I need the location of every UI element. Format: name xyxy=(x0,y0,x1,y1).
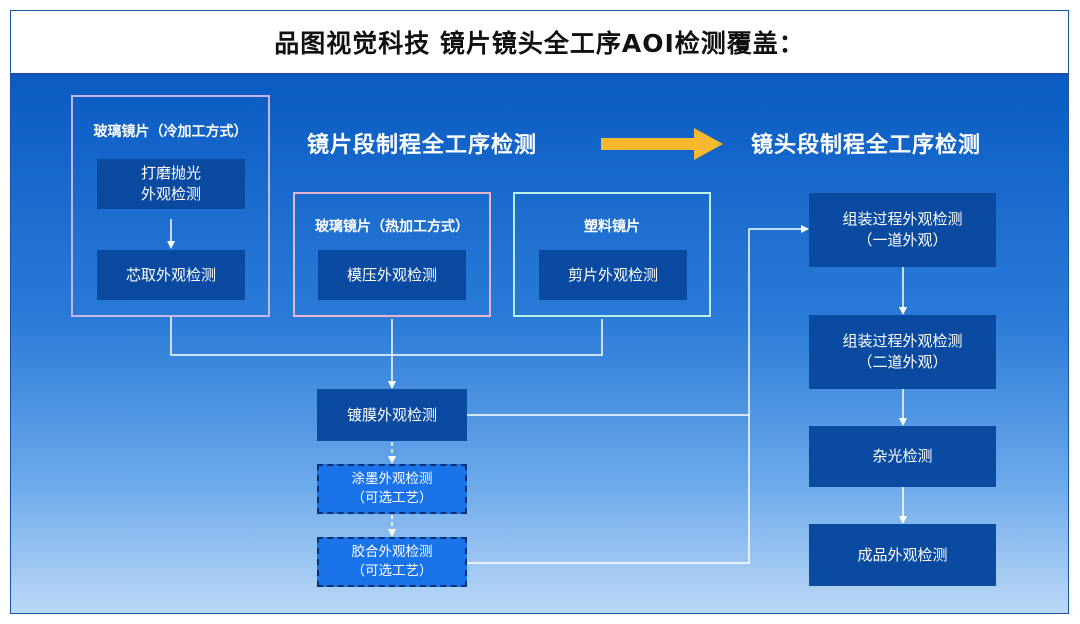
connector-cold-merge xyxy=(170,315,392,356)
step-molding-inspection: 模压外观检测 xyxy=(318,250,466,300)
step-assembly-inspection-1: 组装过程外观检测 （一道外观） xyxy=(809,193,996,267)
group-hot-title: 玻璃镜片（热加工方式） xyxy=(315,219,469,235)
step-glue-name: 胶合外观检测 xyxy=(351,544,433,560)
step-polish-line2: 外观检测 xyxy=(140,185,201,203)
step-assembly-inspection-2: 组装过程外观检测 （二道外观） xyxy=(809,315,996,389)
connector-coating-to-module xyxy=(467,225,809,416)
step-glue-inspection: 胶合外观检测 （可选工艺） xyxy=(317,537,467,587)
step-cutting-inspection: 剪片外观检测 xyxy=(539,250,687,300)
connector-lines xyxy=(167,128,907,564)
diagram-frame: 品图视觉科技 镜片镜头全工序AOI检测覆盖： xyxy=(10,10,1069,614)
group-cold-title: 玻璃镜片（冷加工方式） xyxy=(93,124,248,140)
connector-glue-to-module xyxy=(467,415,750,564)
step-stray-light-inspection: 杂光检测 xyxy=(809,426,996,487)
step-final-product-inspection: 成品外观检测 xyxy=(809,524,996,586)
group-hot-glass: 玻璃镜片（热加工方式） xyxy=(293,192,491,317)
step-assembly-1-note: （一道外观） xyxy=(857,231,948,249)
step-ink-note: （可选工艺） xyxy=(351,490,433,506)
step-centering-inspection: 芯取外观检测 xyxy=(97,250,245,300)
group-plastic-lens: 塑料镜片 xyxy=(513,192,711,317)
section-title-module: 镜头段制程全工序检测 xyxy=(751,133,982,158)
connector-plastic-merge xyxy=(392,319,603,356)
step-assembly-2-note: （二道外观） xyxy=(857,353,948,371)
section-arrow xyxy=(601,128,723,160)
page-title: 品图视觉科技 镜片镜头全工序AOI检测覆盖： xyxy=(11,11,1068,75)
step-ink-inspection: 涂墨外观检测 （可选工艺） xyxy=(317,464,467,514)
step-glue-note: （可选工艺） xyxy=(351,563,433,579)
step-polish-line1: 打磨抛光 xyxy=(140,164,201,182)
step-assembly-1-name: 组装过程外观检测 xyxy=(842,210,963,228)
group-cold-glass: 玻璃镜片（冷加工方式） xyxy=(71,95,270,317)
step-ink-name: 涂墨外观检测 xyxy=(351,471,433,487)
step-polish-inspection: 打磨抛光 外观检测 xyxy=(97,159,245,209)
flow-canvas: 镜片段制程全工序检测 镜头段制程全工序检测 玻璃镜片（冷加工方式） 打磨抛光 外… xyxy=(11,75,1068,613)
group-plastic-title: 塑料镜片 xyxy=(584,219,640,235)
section-title-lens: 镜片段制程全工序检测 xyxy=(307,133,538,158)
step-assembly-2-name: 组装过程外观检测 xyxy=(842,332,963,350)
step-coating-inspection: 镀膜外观检测 xyxy=(317,389,467,441)
